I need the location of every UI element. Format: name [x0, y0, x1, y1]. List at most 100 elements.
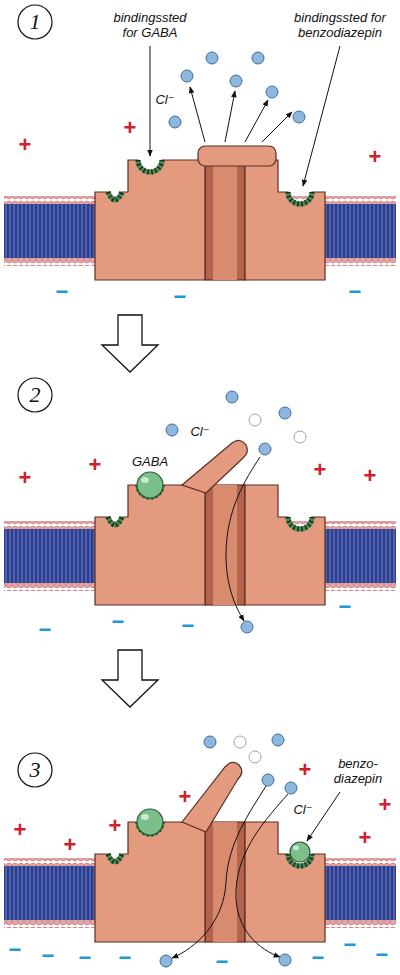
ion-paths: [172, 786, 288, 958]
callout-label: benzo- diazepin: [326, 757, 390, 787]
ion-traces: [249, 414, 306, 443]
illustration-part: [204, 736, 216, 748]
illustration-part: [206, 52, 218, 64]
charge-minus: −: [339, 596, 352, 618]
charge-minus: −: [39, 619, 52, 641]
charge-minus: −: [216, 951, 229, 973]
illustration-part: [225, 91, 235, 142]
illustration-part: [259, 443, 271, 455]
gaba-highlight: [141, 477, 149, 483]
charge-plus: +: [14, 819, 27, 841]
channel-gate: [182, 440, 247, 493]
step-circle: [18, 753, 52, 787]
callout-label: bindingssted for benzodiazepin: [284, 11, 396, 41]
receptor-protein: [95, 485, 325, 605]
charge-plus: +: [19, 467, 32, 489]
illustration-part: [169, 116, 181, 128]
charge-minus: −: [349, 281, 362, 303]
illustration-part: [172, 786, 266, 958]
charge-plus: +: [299, 759, 312, 781]
step-number: 2: [30, 384, 41, 406]
gaba-molecule: [137, 809, 163, 835]
step-circle: [18, 5, 52, 39]
illustration-part: [230, 75, 242, 87]
illustration-part: [226, 391, 238, 403]
charge-minus: −: [42, 945, 55, 967]
charge-plus: +: [179, 786, 192, 808]
charge-plus: +: [89, 454, 102, 476]
illustration-part: [279, 954, 291, 966]
charge-minus: −: [344, 934, 357, 956]
ion-traces: [234, 736, 261, 763]
panel-benzodiazepine: [4, 734, 396, 967]
illustration-part: [303, 46, 340, 186]
step-arrow: [102, 650, 158, 707]
illustration-part: [279, 407, 291, 419]
illustration-part: [181, 70, 193, 82]
callout-label: GABA: [132, 455, 168, 470]
illustration-part: [241, 621, 253, 633]
charge-minus: −: [9, 939, 22, 961]
charge-plus: +: [359, 827, 372, 849]
illustration-part: [150, 46, 151, 156]
ion-arrows: [190, 87, 292, 142]
illustration-part: [252, 52, 264, 64]
callout-label: bindingssted for GABA: [107, 11, 193, 41]
charge-minus: −: [174, 286, 187, 308]
chloride-ions: [160, 734, 297, 967]
illustration-part: [262, 774, 274, 786]
step-circle: [18, 378, 52, 412]
illustration-part: [249, 414, 261, 426]
step-arrow: [102, 315, 158, 372]
illustration-part: [236, 794, 288, 957]
charge-minus: −: [79, 947, 92, 969]
receptor-protein: [95, 160, 325, 280]
panel-gaba: [4, 391, 396, 633]
charge-minus: −: [182, 615, 195, 637]
panel-closed: [4, 46, 396, 280]
illustration-part: [262, 112, 292, 142]
charge-minus: −: [312, 947, 325, 969]
charge-minus: −: [56, 281, 69, 303]
illustration-part: [293, 111, 305, 123]
illustration-part: [234, 736, 246, 748]
charge-plus: +: [369, 146, 382, 168]
benzodiazepine-highlight: [293, 846, 299, 851]
charge-plus: +: [64, 834, 77, 856]
illustration-part: [160, 955, 172, 967]
ion-label: Cl⁻: [190, 425, 209, 439]
step-number: 1: [30, 11, 41, 33]
ion-path: [226, 457, 260, 621]
charge-plus: +: [364, 465, 377, 487]
ion-label: Cl⁻: [155, 93, 174, 107]
charge-minus: −: [112, 611, 125, 633]
charge-plus: +: [124, 117, 137, 139]
charge-plus: +: [314, 459, 327, 481]
illustration-part: [245, 100, 268, 142]
gaba-highlight: [141, 814, 149, 820]
illustration-part: [249, 751, 261, 763]
illustration-part: [294, 431, 306, 443]
chloride-ions: [166, 391, 291, 633]
benzodiazepine-molecule: [290, 842, 310, 862]
leader-lines: [150, 46, 340, 186]
illustration-part: [166, 424, 178, 436]
channel-gate: [198, 146, 276, 166]
charge-minus: −: [119, 947, 132, 969]
gaba-molecule: [137, 472, 163, 498]
charge-plus: +: [109, 815, 122, 837]
charge-minus: −: [376, 944, 389, 966]
ion-label: Cl⁻: [293, 803, 312, 817]
charge-plus: +: [379, 794, 392, 816]
charge-plus: +: [19, 134, 32, 156]
chloride-ions: [169, 52, 305, 128]
illustration-part: [272, 734, 284, 746]
illustration-part: [266, 86, 278, 98]
step-number: 3: [30, 759, 41, 781]
illustration-part: [190, 87, 205, 142]
illustration-part: [285, 782, 297, 794]
receptor-protein: [95, 822, 325, 942]
